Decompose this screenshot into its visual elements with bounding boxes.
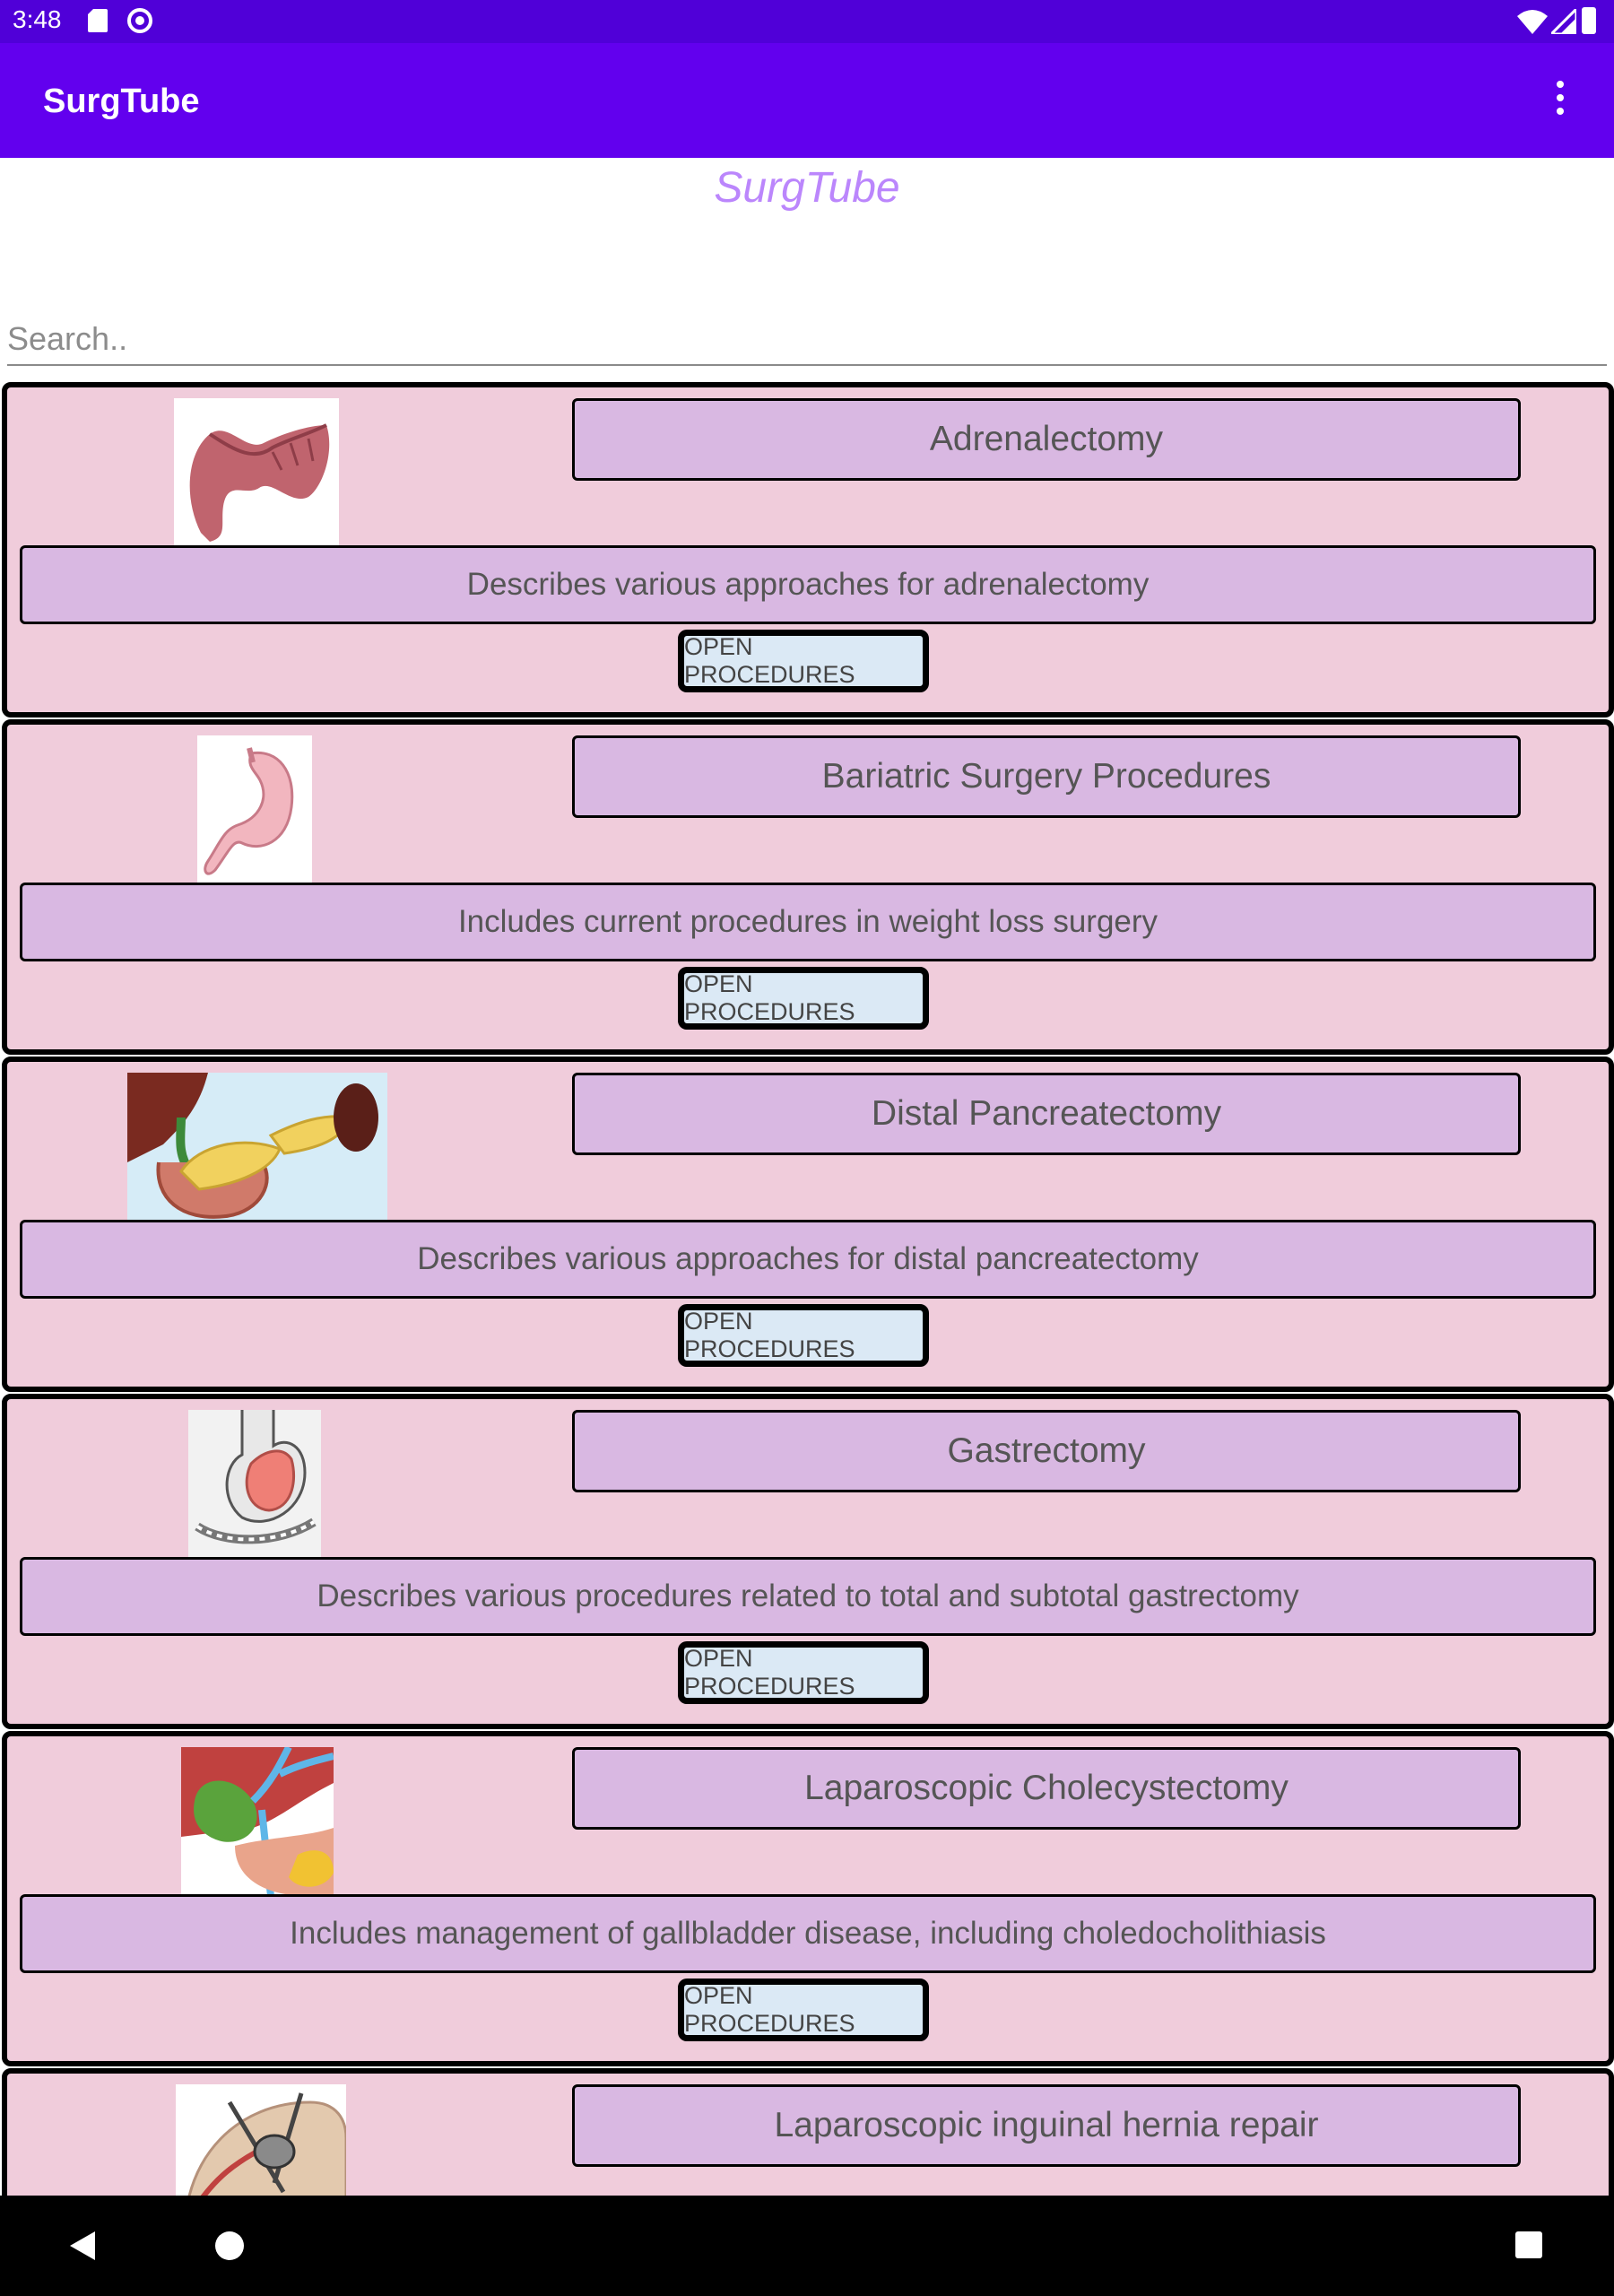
procedure-card-gastrectomy: Gastrectomy Describes various procedures… <box>2 1394 1614 1729</box>
app-bar: SurgTube <box>0 43 1614 158</box>
card-description: Describes various procedures related to … <box>20 1557 1596 1636</box>
card-description: Includes current procedures in weight lo… <box>20 883 1596 961</box>
procedure-card-adrenalectomy: Adrenalectomy Describes various approach… <box>2 382 1614 718</box>
data-saver-icon <box>127 8 152 33</box>
recents-icon[interactable] <box>1515 2231 1542 2258</box>
card-title: Gastrectomy <box>572 1410 1521 1492</box>
card-title: Bariatric Surgery Procedures <box>572 735 1521 818</box>
card-description: Describes various approaches for distal … <box>20 1220 1596 1299</box>
navigation-bar <box>0 2196 1614 2296</box>
back-icon[interactable] <box>68 2230 97 2262</box>
gallbladder-illustration-icon <box>181 1747 334 1896</box>
procedure-list[interactable]: Adrenalectomy Describes various approach… <box>0 382 1614 2196</box>
more-options-icon[interactable] <box>1544 81 1576 120</box>
stomach-anatomy-illustration-icon <box>188 1410 321 1559</box>
open-procedures-button[interactable]: OPEN PROCEDURES <box>678 630 929 692</box>
card-title: Distal Pancreatectomy <box>572 1073 1521 1155</box>
open-procedures-button[interactable]: OPEN PROCEDURES <box>678 1979 929 2041</box>
procedure-card-inguinal-hernia: Laparoscopic inguinal hernia repair <box>2 2068 1614 2196</box>
sd-card-icon <box>88 9 108 32</box>
open-procedures-button[interactable]: OPEN PROCEDURES <box>678 1304 929 1367</box>
wifi-icon <box>1517 10 1548 34</box>
search-input[interactable] <box>7 314 1607 366</box>
stomach-illustration-icon <box>197 735 312 884</box>
card-title: Laparoscopic inguinal hernia repair <box>572 2084 1521 2167</box>
app-title: SurgTube <box>43 83 200 120</box>
procedure-card-bariatric: Bariatric Surgery Procedures Includes cu… <box>2 719 1614 1055</box>
open-procedures-button[interactable]: OPEN PROCEDURES <box>678 1641 929 1704</box>
status-bar: 3:48 <box>0 0 1614 43</box>
page-title: SurgTube <box>714 164 900 212</box>
status-time: 3:48 <box>13 5 62 33</box>
pancreas-illustration-icon <box>127 1073 387 1222</box>
battery-icon <box>1582 7 1596 34</box>
procedure-card-lap-chole: Laparoscopic Cholecystectomy Includes ma… <box>2 1731 1614 2066</box>
colon-illustration-icon <box>174 398 339 547</box>
hernia-repair-illustration-icon <box>176 2084 346 2196</box>
card-description: Describes various approaches for adrenal… <box>20 545 1596 624</box>
signal-icon <box>1551 9 1576 34</box>
card-title: Adrenalectomy <box>572 398 1521 481</box>
card-description: Includes management of gallbladder disea… <box>20 1894 1596 1973</box>
open-procedures-button[interactable]: OPEN PROCEDURES <box>678 967 929 1030</box>
card-title: Laparoscopic Cholecystectomy <box>572 1747 1521 1830</box>
procedure-card-distal-pancreatectomy: Distal Pancreatectomy Describes various … <box>2 1057 1614 1392</box>
home-icon[interactable] <box>215 2231 244 2260</box>
